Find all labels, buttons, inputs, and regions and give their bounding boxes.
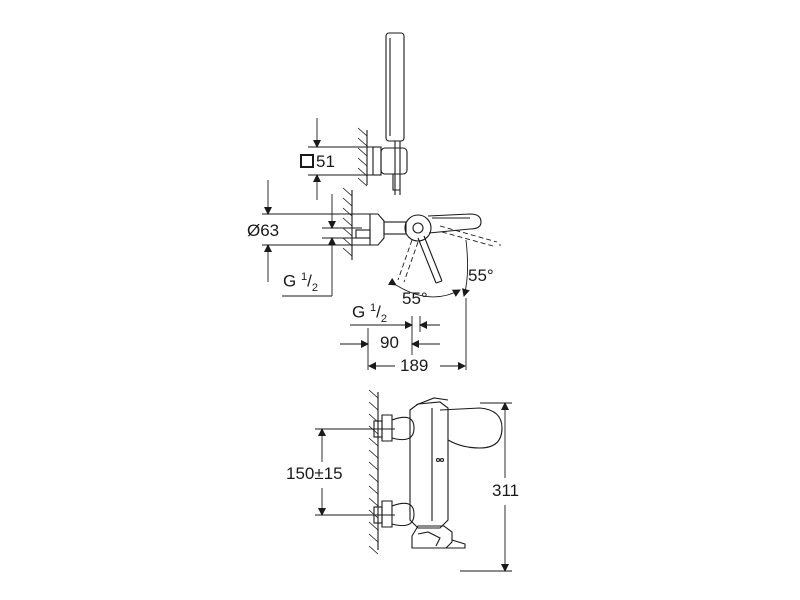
wall-hatch-upper	[357, 127, 368, 187]
angle-lever-label: 55°	[402, 289, 428, 308]
height-dimension	[460, 402, 512, 572]
depth-dimensions	[340, 298, 467, 370]
eccentric-upper	[373, 414, 415, 442]
thread-mid-label: G 1/2	[352, 302, 387, 326]
angle-arcs	[387, 239, 501, 298]
top-view	[262, 32, 501, 370]
height-label: 311	[492, 481, 520, 500]
diameter-dimension	[262, 180, 375, 282]
thread-mid-denominator: 2	[380, 313, 387, 326]
front-view	[315, 389, 512, 572]
square-size-dimension	[308, 118, 381, 200]
depth-total-label: 189	[400, 356, 429, 375]
thread-top-denominator: 2	[311, 282, 318, 295]
centers-label: 150±15	[286, 464, 343, 483]
square-size-label: 51	[300, 153, 335, 170]
square-section-icon	[300, 154, 314, 168]
eccentric-lower	[373, 500, 415, 528]
diameter-label: Ø63	[247, 221, 280, 240]
wall-hatch-middle	[342, 187, 353, 260]
wall-holder	[372, 146, 408, 191]
thread-top-main: G	[283, 271, 297, 291]
centers-dimension	[315, 428, 395, 516]
thread-mid-main: G	[352, 302, 366, 322]
wall-hatch-lower	[368, 389, 379, 555]
thread-top-dimension	[282, 194, 362, 297]
angle-spout-label: 55°	[468, 266, 494, 285]
mixer-body-front	[409, 397, 503, 549]
thread-mid-numerator: 1	[369, 302, 377, 314]
thread-top-numerator: 1	[300, 271, 308, 283]
depth-small-label: 90	[380, 333, 399, 352]
thread-top-label: G 1/2	[283, 271, 318, 295]
square-size-value: 51	[316, 152, 335, 171]
hand-shower	[385, 32, 405, 195]
